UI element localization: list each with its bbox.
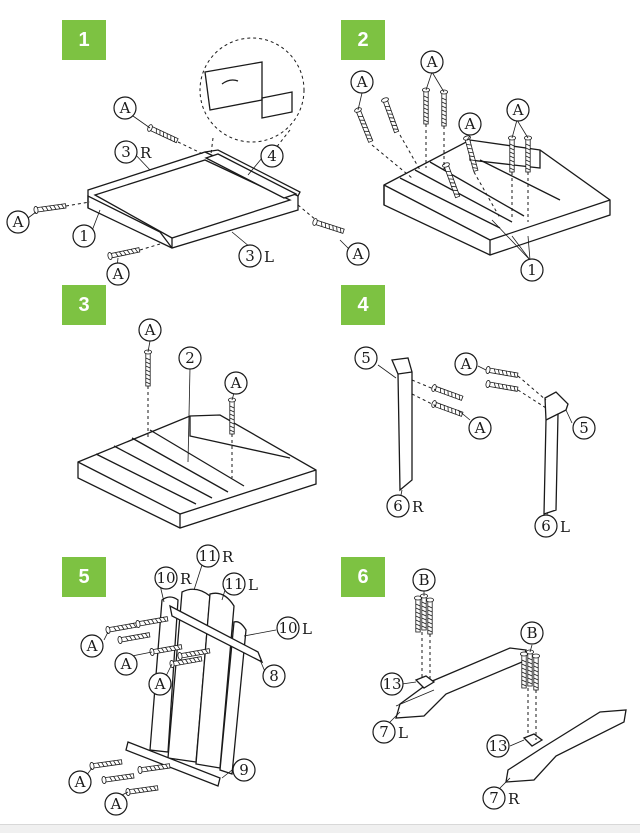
callout-suffix: R (180, 570, 192, 588)
bottom-bar (0, 824, 640, 833)
callout-part-10l: 10 (278, 619, 297, 637)
callout-screw-a: A (474, 419, 486, 437)
step-2-diagram (353, 71, 611, 261)
callout-suffix: R (222, 548, 234, 566)
callout-screw-a: A (12, 213, 24, 231)
callout-suffix: L (398, 724, 408, 742)
callout-suffix: L (560, 518, 570, 536)
step-4-badge: 4 (341, 285, 385, 325)
seat-frame (87, 151, 299, 249)
callout-screw-a: A (426, 53, 438, 71)
callout-part-6r: 6 (393, 497, 403, 515)
leg-6l (543, 391, 569, 515)
step-2-badge: 2 (341, 20, 385, 60)
callout-part-3r: 3 (121, 143, 131, 161)
callouts: A A A A 3 R 4 1 3 L A A A A 1 A A 2 5 5 … (6, 50, 596, 816)
callout-screw-a: A (460, 355, 472, 373)
callout-part-5: 5 (579, 419, 589, 437)
callout-part-13: 13 (488, 737, 507, 755)
callout-screw-a: A (512, 101, 524, 119)
callout-screw-a: A (112, 265, 124, 283)
callout-suffix: L (248, 576, 258, 594)
callout-screw-b: B (418, 571, 429, 589)
callout-screw-a: A (464, 115, 476, 133)
callout-part-6l: 6 (541, 517, 551, 535)
callout-screw-a: A (120, 655, 132, 673)
callout-part-4: 4 (267, 147, 277, 165)
callout-screw-a: A (74, 773, 86, 791)
callout-screw-a: A (86, 637, 98, 655)
arm-7l (395, 647, 527, 719)
detail-zoom-circle (199, 37, 305, 143)
callout-screw-a: A (144, 321, 156, 339)
callout-suffix: R (140, 144, 152, 162)
step-3-badge: 3 (62, 285, 106, 325)
callout-suffix: R (412, 498, 424, 516)
step-4-diagram (377, 357, 573, 518)
step-1-diagram (27, 37, 351, 269)
callout-screw-a: A (119, 99, 131, 117)
callout-screw-b: B (526, 624, 537, 642)
callout-part-7r: 7 (489, 789, 499, 807)
step-1-badge: 1 (62, 20, 106, 60)
callout-part-9: 9 (239, 761, 249, 779)
callout-suffix: L (302, 620, 312, 638)
callout-part-3l: 3 (245, 247, 255, 265)
callout-part-13: 13 (382, 675, 401, 693)
step-5-badge: 5 (62, 557, 106, 597)
block-13-right (522, 733, 544, 747)
step-3-diagram (77, 340, 317, 529)
callout-suffix: R (508, 790, 520, 808)
callout-part-11l: 11 (224, 575, 243, 593)
callout-part-5: 5 (361, 349, 371, 367)
callout-part-11r: 11 (198, 547, 217, 565)
callout-screw-a: A (352, 245, 364, 263)
callout-part-8: 8 (269, 667, 279, 685)
callout-part-1: 1 (527, 261, 537, 279)
leg-6r (391, 357, 413, 492)
brace-8 (169, 604, 264, 664)
callout-suffix: L (264, 248, 274, 266)
step-6-diagram (389, 590, 627, 789)
step-6-badge: 6 (341, 557, 385, 597)
arm-7r (505, 709, 627, 783)
callout-screw-a: A (230, 374, 242, 392)
callout-screw-a: A (110, 795, 122, 813)
callout-screw-a: A (154, 675, 166, 693)
callout-part-2: 2 (185, 349, 195, 367)
slat-10l (219, 621, 247, 775)
callout-part-10r: 10 (156, 569, 175, 587)
callout-part-7l: 7 (379, 723, 389, 741)
callout-screw-a: A (356, 73, 368, 91)
brace-9 (125, 741, 221, 787)
callout-part-1: 1 (79, 227, 89, 245)
seat-assembly (77, 414, 317, 529)
